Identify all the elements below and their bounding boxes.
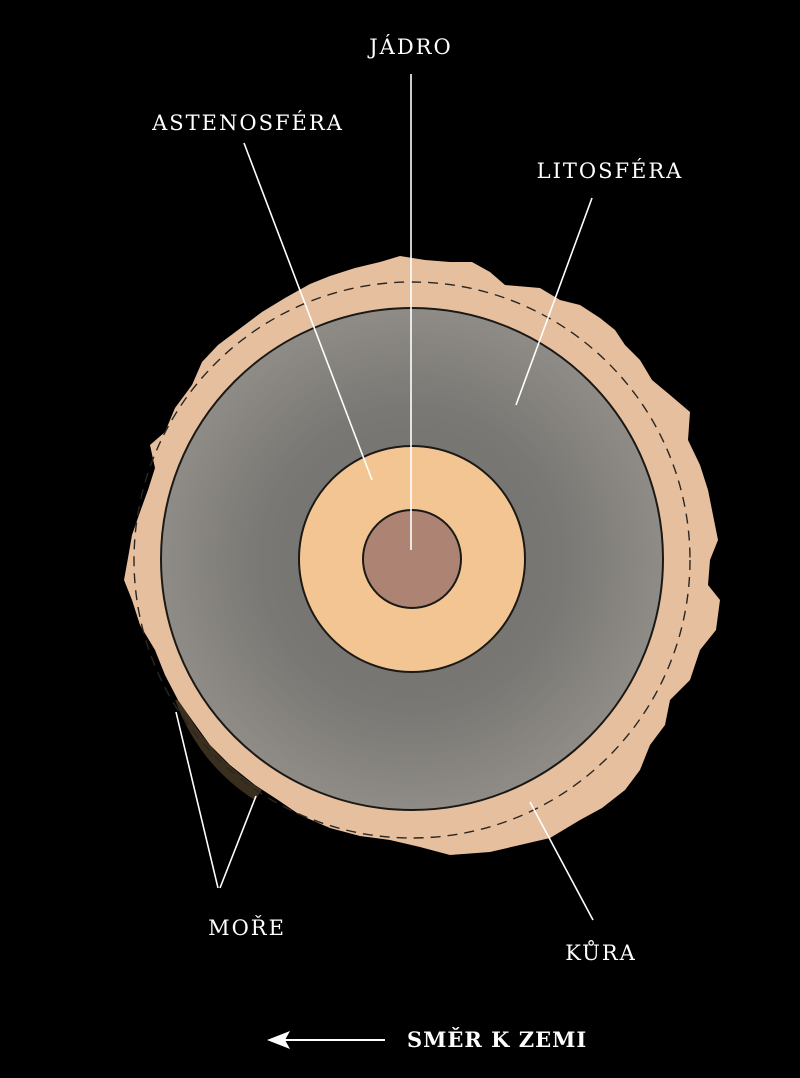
seas-leader-line-left bbox=[175, 711, 219, 889]
asthenosphere-label: ASTENOSFÉRA bbox=[151, 111, 344, 135]
sea-patch-lower bbox=[175, 700, 262, 800]
seas-leader-line-right bbox=[219, 795, 257, 889]
crust-label: KŮRA bbox=[565, 940, 637, 965]
seas-label: MOŘE bbox=[208, 916, 286, 940]
lithosphere-leader-line bbox=[515, 197, 593, 406]
core-layer bbox=[362, 509, 462, 609]
asthenosphere-leader-line bbox=[243, 142, 373, 481]
crust-boundary-dashed bbox=[133, 281, 691, 839]
direction-label: SMĚR K ZEMI bbox=[407, 1027, 587, 1052]
lithosphere-label: LITOSFÉRA bbox=[537, 159, 684, 183]
core-label: JÁDRO bbox=[367, 35, 452, 59]
direction-arrow-head-icon bbox=[267, 1031, 290, 1049]
crust-leader-line bbox=[529, 801, 594, 921]
